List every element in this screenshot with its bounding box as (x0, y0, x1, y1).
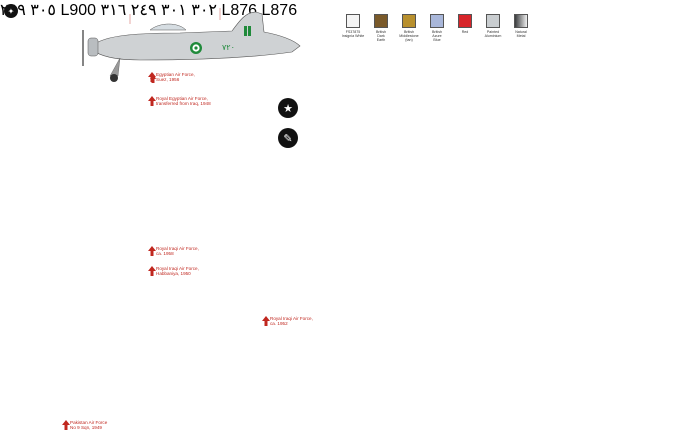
plane-egypt-1956: ٧٢٠ (82, 8, 301, 82)
color-swatch-label: British Azure Blue (432, 30, 442, 43)
caption-egypt: Egyptian Air Force, Suez, 1956 (156, 72, 195, 83)
color-swatch (402, 14, 416, 28)
caption-royal-egyptian: Royal Egyptian Air Force, transferred fr… (156, 96, 211, 107)
color-swatch (374, 14, 388, 28)
wing-panel-right-top: ٢٤٩ ٣١٦ (101, 2, 222, 19)
arrow-marker-3 (148, 246, 156, 256)
color-swatch-label: Red (461, 30, 469, 34)
color-swatch-label: British Middlestone (tan) (399, 30, 419, 43)
color-swatch-label: FS37875 Insignia White (341, 30, 365, 39)
color-swatch (486, 14, 500, 28)
tall-serial-4: L876 (261, 2, 298, 19)
arrow-marker-5 (262, 316, 270, 326)
color-swatch (346, 14, 360, 28)
serial-iraq-1958: ٣٠٥ (30, 2, 57, 19)
arrow-marker-4 (148, 266, 156, 276)
plane-pakistan-1949: L900 (60, 2, 100, 19)
color-swatch (514, 14, 528, 28)
arrow-marker-6 (62, 420, 70, 430)
color-swatch-label: British Dark Earth (376, 30, 386, 43)
color-swatch (458, 14, 472, 28)
small-emblem-icon: ✦ (4, 4, 18, 18)
color-swatch (430, 14, 444, 28)
roundel-emblem-icon: ★ (278, 98, 298, 118)
brush-icon: ✎ (278, 128, 298, 148)
arrow-marker-2 (148, 96, 156, 106)
caption-iraq-1958: Royal Iraqi Air Force, ca. 1958 (156, 246, 199, 257)
wing-top-view-camo-2: ٣٠٢ ٣٠١ (157, 2, 217, 19)
arrow-marker-1 (148, 72, 156, 82)
caption-pakistan: Pakistan Air Force No 9 Sqn, 1949 (70, 420, 108, 431)
color-swatch-label: Natural Metal (515, 30, 527, 39)
serial-egypt: ٧٢٠ (222, 43, 235, 52)
wing-serial-a: ٣٠٢ (191, 2, 217, 19)
color-swatch-label: Painted Aluminium (484, 30, 502, 39)
plane-royal-iraqi-1958: ٣٠٥ (26, 2, 56, 19)
caption-iraq-1950: Royal Iraqi Air Force, Habbaniya, 1950 (156, 266, 199, 277)
caption-iraq-1952: Royal Iraqi Air Force, ca. 1952 (270, 316, 313, 327)
